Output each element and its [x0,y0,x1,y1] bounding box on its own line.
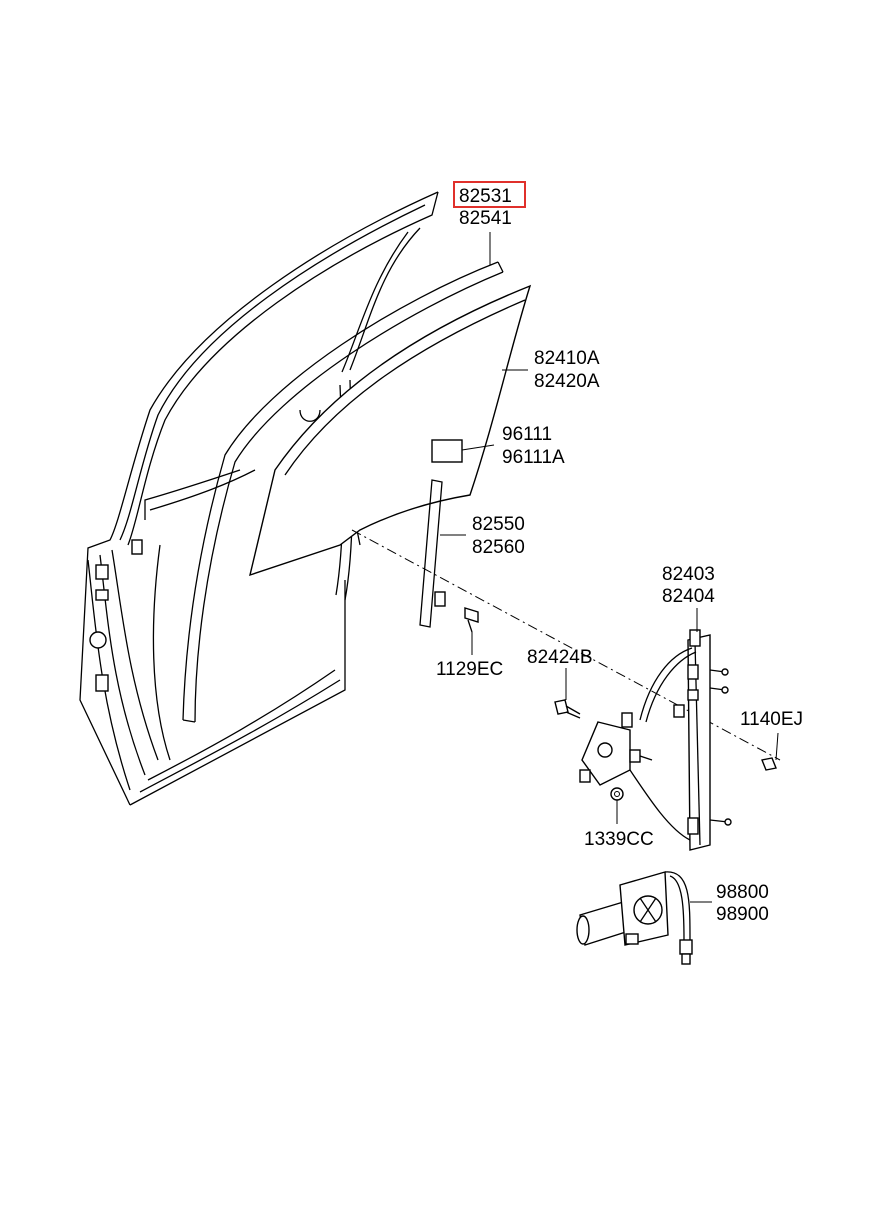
label-96111A[interactable]: 96111A [502,447,565,468]
label-82531[interactable]: 82531 [459,186,512,207]
label-82403[interactable]: 82403 [662,564,715,585]
assembly-line [351,529,781,761]
label-98800[interactable]: 98800 [716,882,769,903]
label-82404[interactable]: 82404 [662,586,715,607]
window-motor [576,871,693,965]
label-96111[interactable]: 96111 [502,424,552,445]
label-82424B[interactable]: 82424B [527,647,593,668]
highlight-box [453,181,526,208]
label-1339CC[interactable]: 1339CC [584,829,654,850]
bolt-82424B [554,699,581,719]
leader-lines [440,232,779,903]
label-82550[interactable]: 82550 [472,514,525,535]
label-98900[interactable]: 98900 [716,904,769,925]
label-sticker [431,439,463,463]
label-82420A[interactable]: 82420A [534,371,600,392]
label-1140EJ[interactable]: 1140EJ [740,709,803,730]
door-shell [79,191,439,806]
label-82410A[interactable]: 82410A [534,348,600,369]
run-channel [419,479,446,628]
bolt-1129EC [464,607,479,633]
bolt-1140EJ [761,757,777,771]
nut-1339CC [610,787,624,801]
window-regulator [579,629,732,851]
door-glass [249,284,532,577]
label-82541[interactable]: 82541 [459,208,512,229]
label-1129EC[interactable]: 1129EC [436,659,503,680]
label-82560[interactable]: 82560 [472,537,525,558]
